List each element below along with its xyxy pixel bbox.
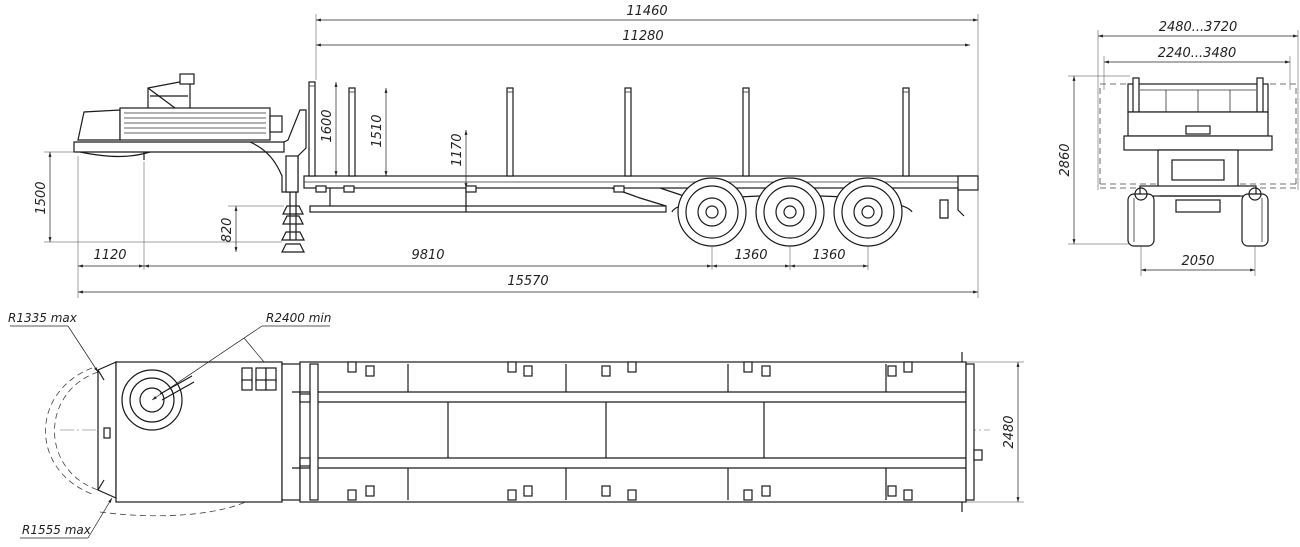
dim-1360-b-label: 1360 bbox=[812, 248, 845, 263]
side-view: 11460 11280 bbox=[34, 4, 979, 298]
top-view: 2480 R1335 max R2400 min R1555 max bbox=[8, 311, 1024, 539]
radius-front-leader: R1335 max bbox=[8, 311, 99, 373]
landing-gear bbox=[281, 192, 305, 253]
dimension-kingpin-to-axle: 9810 bbox=[144, 248, 712, 268]
dim-deck-width-label: 2240...3480 bbox=[1158, 46, 1237, 61]
dimension-deck-width: 2240...3480 bbox=[1103, 46, 1291, 90]
rear-body bbox=[1099, 77, 1297, 213]
radius-front-label: R1335 max bbox=[8, 311, 78, 325]
gooseneck bbox=[73, 73, 307, 193]
dim-9810-label: 9810 bbox=[411, 248, 444, 263]
dimension-stake-inner-height: 1510 bbox=[370, 88, 388, 176]
swing-radius-arcs bbox=[45, 367, 251, 517]
dim-overall-height-label: 2860 bbox=[1058, 143, 1073, 176]
dimension-overall-width: 2480...3720 bbox=[1097, 20, 1299, 190]
wheel-1 bbox=[677, 177, 747, 247]
dim-820-label: 820 bbox=[220, 218, 235, 243]
platform-top bbox=[292, 361, 983, 503]
dimension-axle-spacing: 1360 1360 bbox=[711, 246, 869, 270]
dim-1500-label: 1500 bbox=[34, 181, 49, 214]
dimension-stake-height: 1600 bbox=[320, 82, 338, 176]
wheel-2 bbox=[755, 177, 825, 247]
radius-swing-label: R1555 max bbox=[22, 523, 92, 537]
dimension-overall-height: 2860 bbox=[1058, 75, 1130, 245]
dim-1120-label: 1120 bbox=[93, 248, 126, 263]
wheels bbox=[671, 177, 949, 247]
dim-1600-label: 1600 bbox=[320, 109, 335, 142]
dim-1510-label: 1510 bbox=[370, 114, 385, 147]
dimension-top-width: 2480 bbox=[966, 361, 1024, 503]
dimension-track-width: 2050 bbox=[1140, 246, 1256, 276]
dimension-overall-deck-length: 11460 bbox=[315, 4, 979, 176]
dimension-platform-length: 11280 bbox=[316, 29, 970, 47]
stakes bbox=[308, 81, 910, 177]
gooseneck-top bbox=[97, 361, 301, 503]
dim-overall-width-label: 2480...3720 bbox=[1159, 20, 1238, 35]
dim-1170-label: 1170 bbox=[450, 133, 465, 166]
dimension-coupling-height: 1500 bbox=[34, 151, 282, 243]
rear-wheels bbox=[1127, 187, 1269, 247]
dimension-deck-height: 1170 bbox=[450, 130, 468, 188]
radius-turning-leader: R2400 min bbox=[151, 311, 331, 401]
dim-11280-label: 11280 bbox=[622, 29, 663, 44]
rear-view: 2480...3720 2240...3480 2860 bbox=[1058, 20, 1299, 276]
dim-1360-a-label: 1360 bbox=[734, 248, 767, 263]
dim-track-width-label: 2050 bbox=[1181, 254, 1214, 269]
radius-turning-label: R2400 min bbox=[266, 311, 331, 325]
dim-11460-label: 11460 bbox=[626, 4, 667, 19]
dimension-overall-length: 15570 bbox=[78, 180, 979, 298]
dimension-kingpin-offset: 1120 bbox=[77, 156, 145, 298]
stake-pockets bbox=[347, 361, 913, 501]
radius-swing-leader: R1555 max bbox=[20, 497, 113, 539]
wheel-3 bbox=[833, 177, 903, 247]
dimension-support-height: 820 bbox=[220, 205, 284, 252]
dim-top-width-label: 2480 bbox=[1002, 415, 1017, 448]
dim-15570-label: 15570 bbox=[507, 274, 548, 289]
